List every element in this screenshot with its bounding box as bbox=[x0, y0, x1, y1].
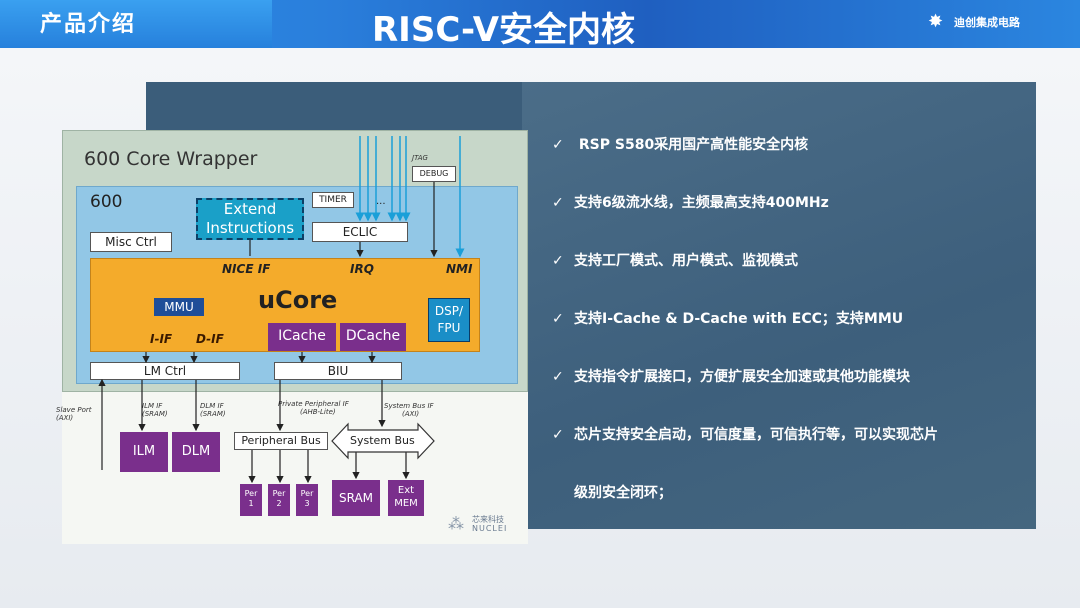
logo-text: 迪创集成电路 bbox=[954, 16, 1020, 29]
debug-box: DEBUG bbox=[412, 166, 456, 182]
section-label: 产品介绍 bbox=[40, 12, 137, 37]
check-icon: ✓ bbox=[552, 137, 564, 153]
bullet-text: 支持6级流水线，主频最高支持400MHz bbox=[574, 195, 829, 211]
fpu-label: FPU bbox=[437, 321, 461, 335]
bullet-text: 支持I-Cache & D-Cache with ECC；支持MMU bbox=[574, 311, 904, 327]
jtag-label: JTAG bbox=[412, 154, 428, 162]
check-icon: ✓ bbox=[552, 427, 564, 443]
nuclei-en-text: NUCLEI bbox=[472, 524, 508, 533]
nuclei-logo: ⁂ 芯来科技 NUCLEI bbox=[448, 512, 524, 536]
nuclei-dots-icon: ⁂ bbox=[448, 514, 464, 533]
core-wrapper-label: 600 Core Wrapper bbox=[84, 148, 258, 170]
slave-port-label: Slave Port(AXI) bbox=[56, 406, 92, 422]
nuclei-cn-text: 芯来科技 bbox=[472, 515, 504, 524]
ilm-box: ILM bbox=[120, 432, 168, 472]
i-if-label: I-IF bbox=[150, 332, 173, 346]
slide-title: RISC-V安全内核 bbox=[372, 10, 636, 50]
feature-bullet: ✓ 支持6级流水线，主频最高支持400MHz bbox=[552, 192, 829, 212]
dlm-box: DLM bbox=[172, 432, 220, 472]
dsp-fpu-box: DSP/ FPU bbox=[428, 298, 470, 342]
misc-ctrl-box: Misc Ctrl bbox=[90, 232, 172, 252]
dcache-box: DCache bbox=[340, 323, 406, 351]
system-bus-arrow bbox=[331, 422, 435, 460]
mmu-box: MMU bbox=[154, 298, 204, 316]
check-icon: ✓ bbox=[552, 311, 564, 327]
check-icon: ✓ bbox=[552, 195, 564, 211]
private-peripheral-if-label: Private Peripheral IF(AHB-Lite) bbox=[278, 400, 349, 416]
lm-ctrl-box: LM Ctrl bbox=[90, 362, 240, 380]
feature-bullet: ✓ 支持指令扩展接口，方便扩展安全加速或其他功能模块 bbox=[552, 366, 910, 386]
feature-panel: ✓ RSP S580采用国产高性能安全内核 ✓ 支持6级流水线，主频最高支持400… bbox=[522, 82, 1036, 529]
system-bus-if-label: System Bus IF(AXI) bbox=[384, 402, 434, 418]
feature-bullet: ✓ 芯片支持安全启动，可信度量，可信执行等，可以实现芯片 bbox=[552, 424, 938, 444]
core-600-label: 600 bbox=[90, 192, 123, 212]
check-icon: ✓ bbox=[552, 253, 564, 269]
irq-label: IRQ bbox=[350, 262, 374, 276]
feature-bullet: ✓ 支持I-Cache & D-Cache with ECC；支持MMU bbox=[552, 308, 903, 328]
biu-box: BIU bbox=[274, 362, 402, 380]
feature-bullet: ✓ RSP S580采用国产高性能安全内核 bbox=[552, 134, 808, 154]
core-block-diagram: 600 Core Wrapper 600 Misc Ctrl Extend In… bbox=[56, 130, 528, 544]
dsp-label: DSP/ bbox=[434, 304, 464, 318]
feature-bullet-continuation: 级别安全闭环； bbox=[574, 485, 672, 501]
system-bus-text: System Bus bbox=[350, 434, 415, 447]
bullet-text: 支持工厂模式、用户模式、监视模式 bbox=[574, 253, 798, 269]
logo-gear-icon: ✸ bbox=[928, 11, 944, 32]
nmi-label: NMI bbox=[446, 262, 473, 276]
extend-instructions-box: Extend Instructions bbox=[196, 198, 304, 240]
header-left-block bbox=[0, 0, 272, 48]
bullet-text: 支持指令扩展接口，方便扩展安全加速或其他功能模块 bbox=[574, 369, 910, 385]
icache-box: ICache bbox=[268, 323, 336, 351]
bullet-text: RSP S580采用国产高性能安全内核 bbox=[578, 137, 809, 153]
company-logo: ✸ 迪创集成电路 bbox=[928, 10, 1038, 36]
timer-box: TIMER bbox=[312, 192, 354, 208]
feature-bullet: ✓ 支持工厂模式、用户模式、监视模式 bbox=[552, 250, 798, 270]
nice-if-label: NICE IF bbox=[222, 262, 271, 276]
extend-label: Extend bbox=[223, 200, 277, 218]
sram-box: SRAM bbox=[332, 480, 380, 516]
eclic-box: ECLIC bbox=[312, 222, 408, 242]
interrupt-ellipsis: ... bbox=[376, 196, 386, 207]
ilm-if-label: ILM IF(SRAM) bbox=[142, 402, 168, 418]
peripheral-bus-box: Peripheral Bus bbox=[234, 432, 328, 450]
bullet-text: 芯片支持安全启动，可信度量，可信执行等，可以实现芯片 bbox=[574, 427, 938, 443]
ucore-label: uCore bbox=[258, 286, 338, 314]
dlm-if-label: DLM IF(SRAM) bbox=[200, 402, 226, 418]
check-icon: ✓ bbox=[552, 369, 564, 385]
d-if-label: D-IF bbox=[196, 332, 224, 346]
instructions-label: Instructions bbox=[205, 219, 295, 237]
diagram-connectors bbox=[98, 136, 465, 484]
